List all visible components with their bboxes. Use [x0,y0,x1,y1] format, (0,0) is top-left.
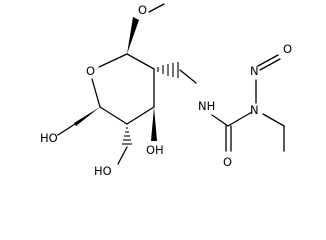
methoxy-oxygen-label: O [138,3,147,17]
wedge-c5-ch2 [74,107,100,126]
amine-n-label: N [250,103,259,117]
carbonyl-o-label: O [223,155,232,169]
bond-nh-carbonyl-c [211,114,229,127]
nitroso-n-label: N [250,64,259,78]
bond-nitroso-double-2 [259,58,281,71]
hash-c2-nh [157,62,179,78]
hash-c4-oh [122,127,132,145]
bond-carbonyl-c-n [227,111,253,127]
bond-c1-c2 [126,53,155,70]
bond-c3-c4 [126,106,155,125]
nitroso-o-label: O [283,42,292,56]
bond-ch2-oh [57,123,76,136]
bond-c4-c5 [99,106,128,125]
bond-c5-o [91,78,101,108]
bond-n-ch2 [262,113,285,127]
wedge-c1-o [127,17,139,54]
bond-c2h-nh [179,69,197,84]
c3-oh-label: OH [146,143,164,157]
bond-nitroso-double-1 [257,54,279,67]
amide-nh-label: NH [198,99,215,113]
ch2oh-label: HO [40,131,58,145]
bond-o-c1 [98,53,128,68]
structure-canvas: O O NH N N O O HO HO OH [40,3,292,178]
molecule-drawing: O O NH N N O O HO HO OH [40,3,292,178]
wedge-c3-oh [151,107,157,141]
c4-oh-label: HO [94,164,112,178]
bond-o-methyl [148,3,165,13]
ring-oxygen-label: O [86,64,95,78]
bond-c4-oxygen [117,146,128,165]
